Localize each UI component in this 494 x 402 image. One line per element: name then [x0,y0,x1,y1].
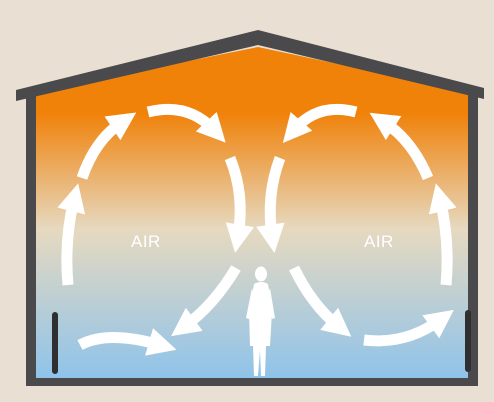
left-wall [26,88,36,384]
right-radiator-icon [465,310,471,372]
arrow-icon [224,155,255,253]
air-label-left: AIR [131,232,161,251]
arrow-icon [76,112,137,180]
left-radiator-icon [52,312,58,374]
air-label-right: AIR [364,232,394,251]
arrow-icon [289,265,352,337]
arrow-icon [57,183,86,286]
person-icon [246,266,275,376]
arrow-icon [256,156,286,253]
arrow-icon [428,183,457,286]
arrow-icon [369,112,434,181]
right-wall [468,88,478,384]
floor [26,378,478,386]
arrow-icon [146,103,226,143]
roof [16,30,484,101]
arrow-icon [171,265,241,337]
arrow-icon [363,309,454,347]
room-interior [34,47,470,378]
arrow-icon [77,328,177,356]
arrow-icon [282,103,358,144]
airflow-arrows [57,103,457,356]
